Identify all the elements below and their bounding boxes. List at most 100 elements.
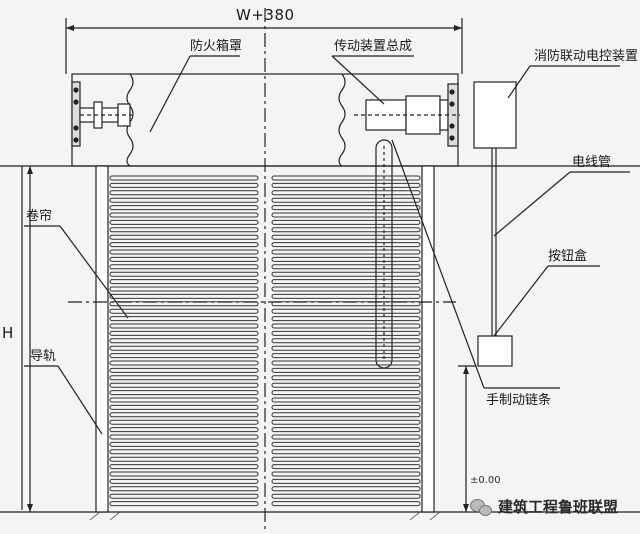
curtain-slat <box>109 501 259 507</box>
curtain-slat <box>109 449 259 455</box>
curtain-slat <box>109 234 259 240</box>
curtain-slat <box>271 308 421 314</box>
curtain-slat <box>109 419 259 425</box>
wechat-icon <box>470 498 492 516</box>
curtain-slat <box>271 182 421 188</box>
curtain-slat <box>271 427 421 433</box>
curtain-slat <box>109 456 259 462</box>
curtain-slat <box>271 249 421 255</box>
watermark-text: 建筑工程鲁班联盟 <box>498 498 619 516</box>
curtain-slat <box>109 360 259 366</box>
drive-assembly-label: 传动装置总成 <box>334 39 413 54</box>
curtain-slat <box>271 264 421 270</box>
curtain-slat <box>271 478 421 484</box>
curtain-slat <box>271 212 421 218</box>
curtain-slat <box>271 493 421 499</box>
curtain-slat <box>109 397 259 403</box>
curtain-slat <box>109 330 259 336</box>
curtain-slat <box>109 434 259 440</box>
curtain-slat <box>109 323 259 329</box>
curtain-slat <box>109 486 259 492</box>
fire-control-box-label: 消防联动电控装置 <box>534 49 639 64</box>
curtain-slat <box>271 486 421 492</box>
height-dimension-label: H <box>2 324 14 342</box>
curtain-slat <box>271 449 421 455</box>
curtain-slat <box>271 234 421 240</box>
floor-hatch <box>89 511 441 521</box>
curtain-slat <box>109 404 259 410</box>
width-dimension-label: W+380 <box>236 6 295 24</box>
curtain-slat <box>109 464 259 470</box>
curtain-slat <box>109 271 259 277</box>
guide-rail-left <box>95 165 109 513</box>
leader-fire-box <box>149 55 191 133</box>
curtain-slat <box>109 301 259 307</box>
curtain-slat <box>109 345 259 351</box>
curtain-slat <box>109 249 259 255</box>
curtain-slat <box>271 242 421 248</box>
curtain-slat <box>109 264 259 270</box>
curtain-slat <box>109 316 259 322</box>
curtain-slat <box>271 441 421 447</box>
curtain-slat <box>109 219 259 225</box>
curtain-label: 卷帘 <box>26 209 53 224</box>
curtain-slat <box>109 478 259 484</box>
curtain-slat <box>271 345 421 351</box>
curtain-slat <box>271 175 421 181</box>
leader-drive <box>331 55 385 105</box>
fire-control-box <box>473 81 517 149</box>
curtain-slat <box>109 427 259 433</box>
conduit-label: 电线管 <box>572 155 612 170</box>
curtain-slat <box>109 286 259 292</box>
curtain-slat <box>271 456 421 462</box>
leader-conduit <box>493 171 571 237</box>
curtain-slat <box>109 182 259 188</box>
curtain-slat <box>109 205 259 211</box>
curtain-slat <box>109 375 259 381</box>
curtain-slat <box>271 301 421 307</box>
curtain-slat <box>109 308 259 314</box>
curtain-slat <box>109 367 259 373</box>
curtain-slat <box>271 197 421 203</box>
guide-rail-right <box>421 165 435 513</box>
watermark: 建筑工程鲁班联盟 <box>470 496 618 517</box>
curtain-slat <box>271 404 421 410</box>
curtain-slat <box>109 212 259 218</box>
curtain-slat <box>109 293 259 299</box>
leader-control-box <box>507 65 531 99</box>
curtain-slat <box>271 256 421 262</box>
curtain-slat <box>271 271 421 277</box>
curtain-slat <box>271 501 421 507</box>
curtain-slat <box>109 175 259 181</box>
curtain-slat <box>109 338 259 344</box>
curtain-slat <box>271 279 421 285</box>
curtain-slat <box>109 242 259 248</box>
curtain-slat <box>109 279 259 285</box>
curtain-slat <box>271 471 421 477</box>
curtain-slat <box>271 330 421 336</box>
guide-rail-label: 导轨 <box>30 349 57 364</box>
manual-brake-chain-label: 手制动链条 <box>486 393 552 408</box>
curtain-slat <box>109 471 259 477</box>
curtain-slat <box>271 338 421 344</box>
curtain-slat <box>271 205 421 211</box>
curtain-slat <box>109 382 259 388</box>
curtain-slat <box>109 190 259 196</box>
curtain-slat <box>271 382 421 388</box>
curtain-slat <box>271 219 421 225</box>
fire-box-cover-label: 防火箱罩 <box>190 39 243 54</box>
curtain-slat <box>271 227 421 233</box>
curtain-slat <box>109 256 259 262</box>
curtain-slat <box>109 390 259 396</box>
curtain-slat <box>109 353 259 359</box>
button-box-label: 按钮盒 <box>548 249 588 264</box>
curtain-slat <box>271 434 421 440</box>
curtain-slat <box>109 197 259 203</box>
curtain-slat <box>271 375 421 381</box>
curtain-slat <box>271 412 421 418</box>
floor-level-label: ±0.00 <box>470 475 501 486</box>
curtain-slat <box>271 316 421 322</box>
curtain-slat <box>271 360 421 366</box>
leader-curtain <box>59 225 129 319</box>
